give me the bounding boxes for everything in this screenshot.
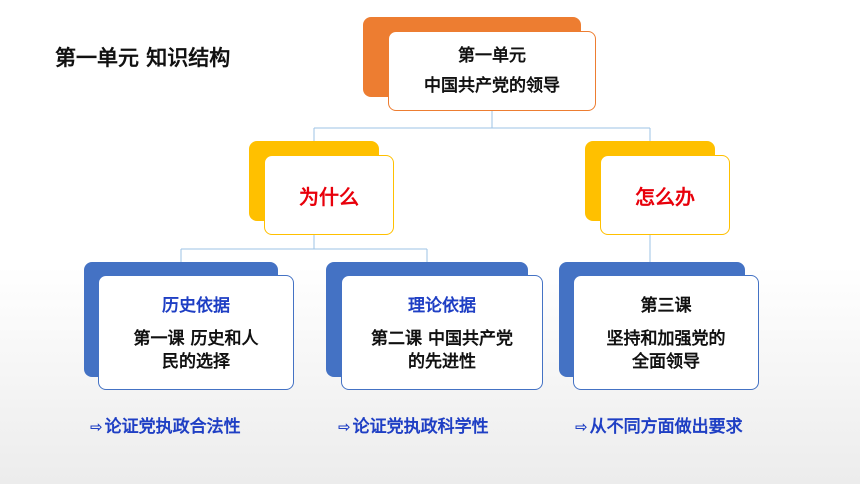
card-lesson3-title: 第三课: [640, 296, 692, 316]
note-requirements: ⇨从不同方面做出要求: [575, 412, 743, 437]
root-unit-label: 第一单元: [458, 46, 526, 66]
card-theory-basis: 理论依据 第二课 中国共产党 的先进性: [341, 275, 543, 390]
note-scientific-text: 论证党执政科学性: [352, 417, 489, 437]
card-history-title: 历史依据: [162, 296, 230, 316]
how-label: 怎么办: [635, 184, 695, 209]
card-history-basis: 历史依据 第一课 历史和人 民的选择: [98, 275, 294, 390]
card-history-body: 第一课 历史和人 民的选择: [133, 329, 259, 372]
note-legitimacy: ⇨论证党执政合法性: [90, 412, 241, 437]
how-node: 怎么办: [600, 155, 730, 235]
card-lesson3-body: 坚持和加强党的 全面领导: [606, 329, 726, 372]
why-label: 为什么: [299, 184, 359, 209]
card-theory-body: 第二课 中国共产党 的先进性: [371, 329, 513, 372]
hollow-right-arrow-icon: ⇨: [90, 418, 103, 436]
why-node: 为什么: [264, 155, 394, 235]
note-scientific: ⇨论证党执政科学性: [338, 412, 489, 437]
note-requirements-text: 从不同方面做出要求: [589, 417, 743, 437]
hollow-right-arrow-icon: ⇨: [338, 418, 351, 436]
card-lesson3: 第三课 坚持和加强党的 全面领导: [573, 275, 759, 390]
root-unit-title: 中国共产党的领导: [424, 76, 560, 96]
hollow-right-arrow-icon: ⇨: [575, 418, 588, 436]
page-title: 第一单元 知识结构: [55, 46, 231, 70]
root-node: 第一单元 中国共产党的领导: [388, 31, 596, 111]
card-theory-title: 理论依据: [408, 296, 476, 316]
note-legitimacy-text: 论证党执政合法性: [104, 417, 241, 437]
